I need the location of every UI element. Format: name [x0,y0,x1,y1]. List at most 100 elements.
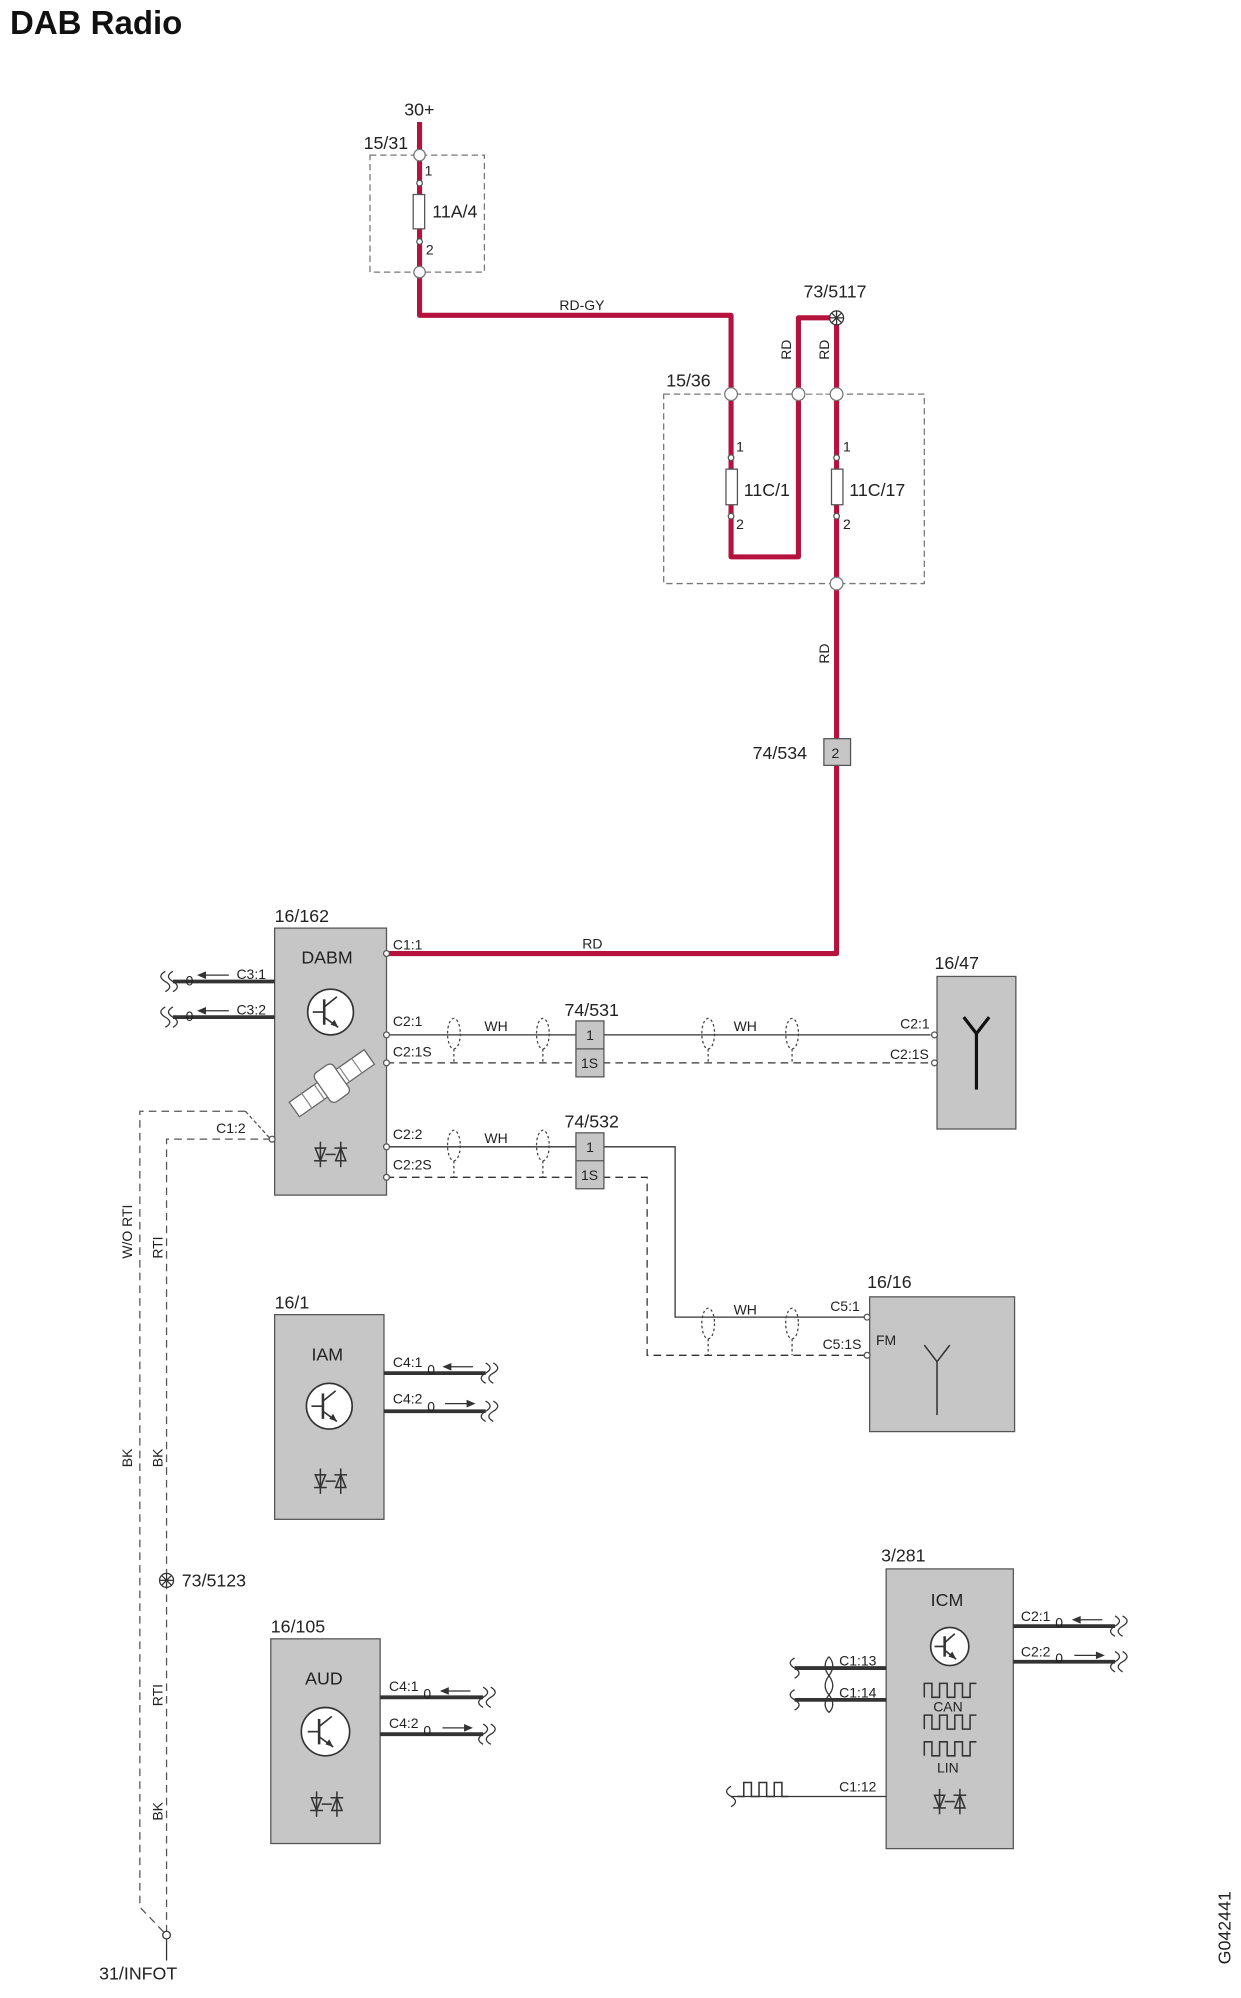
terminal [413,148,426,162]
pin-dot [382,949,391,958]
arrow-left-icon [439,1687,471,1695]
dabm-name: DABM [301,948,352,968]
diode-icon [310,1791,344,1817]
pin-label: C5:1S [823,1336,862,1352]
pin-marker: 0 [427,1361,435,1377]
pin-marker: 0 [423,1686,431,1702]
satellite-icon [288,1048,376,1118]
pin-label: C4:2 [389,1715,419,1731]
fuse-pin: 1 [425,162,433,178]
pin-dot [930,1031,939,1039]
pin-label: C4:2 [393,1391,423,1407]
dab-antenna-ref: 16/47 [934,953,979,973]
terminal [829,387,844,402]
pin-dot [382,1031,391,1039]
aud-ref: 16/105 [271,1616,325,1636]
aud-name: AUD [305,1669,343,1689]
wire-color-bk: BK [150,1448,166,1467]
transistor-icon [300,1706,351,1757]
wire-route-label: RTI [150,1236,166,1258]
fuse-11c17-label: 11C/17 [849,480,905,500]
icm-ref: 3/281 [881,1545,926,1565]
ground-wire-rti [165,1138,271,1936]
arrow-right-icon [442,1724,473,1732]
wire-break [480,1400,491,1422]
pin-dot [727,454,735,462]
pin-label: C2:1 [1021,1608,1051,1624]
pin-marker: 0 [427,1398,435,1414]
connector-pin: 2 [831,745,839,761]
wire-break [488,1400,499,1422]
connector-pin: 1S [581,1167,598,1183]
fm-antenna-ref: 16/16 [867,1272,912,1292]
fuse-pin: 1 [736,438,744,454]
pin-label: C2:2S [393,1157,432,1173]
dabm-ref: 16/162 [275,906,329,926]
fuse-pin: 2 [426,241,434,257]
can-bus-label: CAN [933,1698,963,1714]
splice-73-5123 [158,1572,175,1588]
terminal [162,1930,172,1940]
wire-break [160,970,171,993]
pin-label: C4:1 [393,1354,423,1370]
splice-5117-label: 73/5117 [804,282,867,302]
wire-break [167,1006,178,1028]
twisted-pair-icon [824,1656,834,1714]
terminal [724,387,739,402]
pin-label: C3:2 [236,1002,266,1018]
pin-marker: 0 [1055,1650,1063,1666]
arrow-left-icon [197,1006,229,1015]
terminal [413,265,426,279]
pin-dot [930,1059,939,1067]
ground-wire-wo-rti [139,1110,246,1936]
iam-ref: 16/1 [275,1292,310,1312]
pin-dot [863,1313,871,1321]
diode-icon [314,1141,348,1168]
arrow-left-icon [197,971,229,979]
wire-color-rd: RD [582,935,602,951]
wire-color-wh: WH [484,1130,507,1146]
pin-dot [863,1351,871,1359]
pin-marker: 0 [1055,1614,1063,1630]
pin-dot [268,1135,276,1143]
pin-label: C2:1 [900,1016,930,1032]
pin-marker: 0 [423,1722,431,1738]
wire-color-wh: WH [484,1018,507,1034]
terminal [791,387,806,402]
fm-antenna-label: FM [876,1332,896,1348]
fuse-11a4 [412,193,426,230]
arrow-right-icon [444,1399,476,1408]
pin-dot [416,238,423,245]
wire-wh-fm [386,1146,865,1318]
wire-color-rd: RD [778,340,794,360]
wire-30-plus [386,122,840,957]
page-title: DAB Radio [10,4,183,41]
pin-label: C2:1S [890,1046,929,1062]
pin-dot [833,512,841,520]
icm-name: ICM [931,1590,964,1610]
pin-marker: 0 [186,1008,194,1024]
wire-break [725,1785,737,1808]
wire-break [1109,1650,1121,1673]
splice-73-5117 [828,310,845,326]
pin-dot [382,1059,391,1067]
wire-break [485,1723,496,1745]
pin-label: C1:2 [216,1120,246,1136]
terminal [829,576,844,591]
connector-74-532-label: 74/532 [565,1112,619,1132]
drawing-number: G042441 [1215,1891,1235,1964]
pin-label: C1:1 [393,937,423,953]
pin-label: C1:13 [839,1653,877,1669]
fuse-11c17 [830,468,844,506]
pin-label: C1:14 [839,1684,877,1700]
fuse-box-15-36-label: 15/36 [666,371,711,391]
connector-74-534-label: 74/534 [753,743,807,763]
wire-route-label: RTI [150,1684,166,1706]
connector-pin: 1 [586,1027,594,1043]
wire-break [478,1723,489,1745]
diode-icon [314,1468,348,1494]
wire-break [478,1686,489,1709]
wire-route-label: W/O RTI [119,1205,135,1259]
ground-wire-c12 [244,1110,271,1139]
